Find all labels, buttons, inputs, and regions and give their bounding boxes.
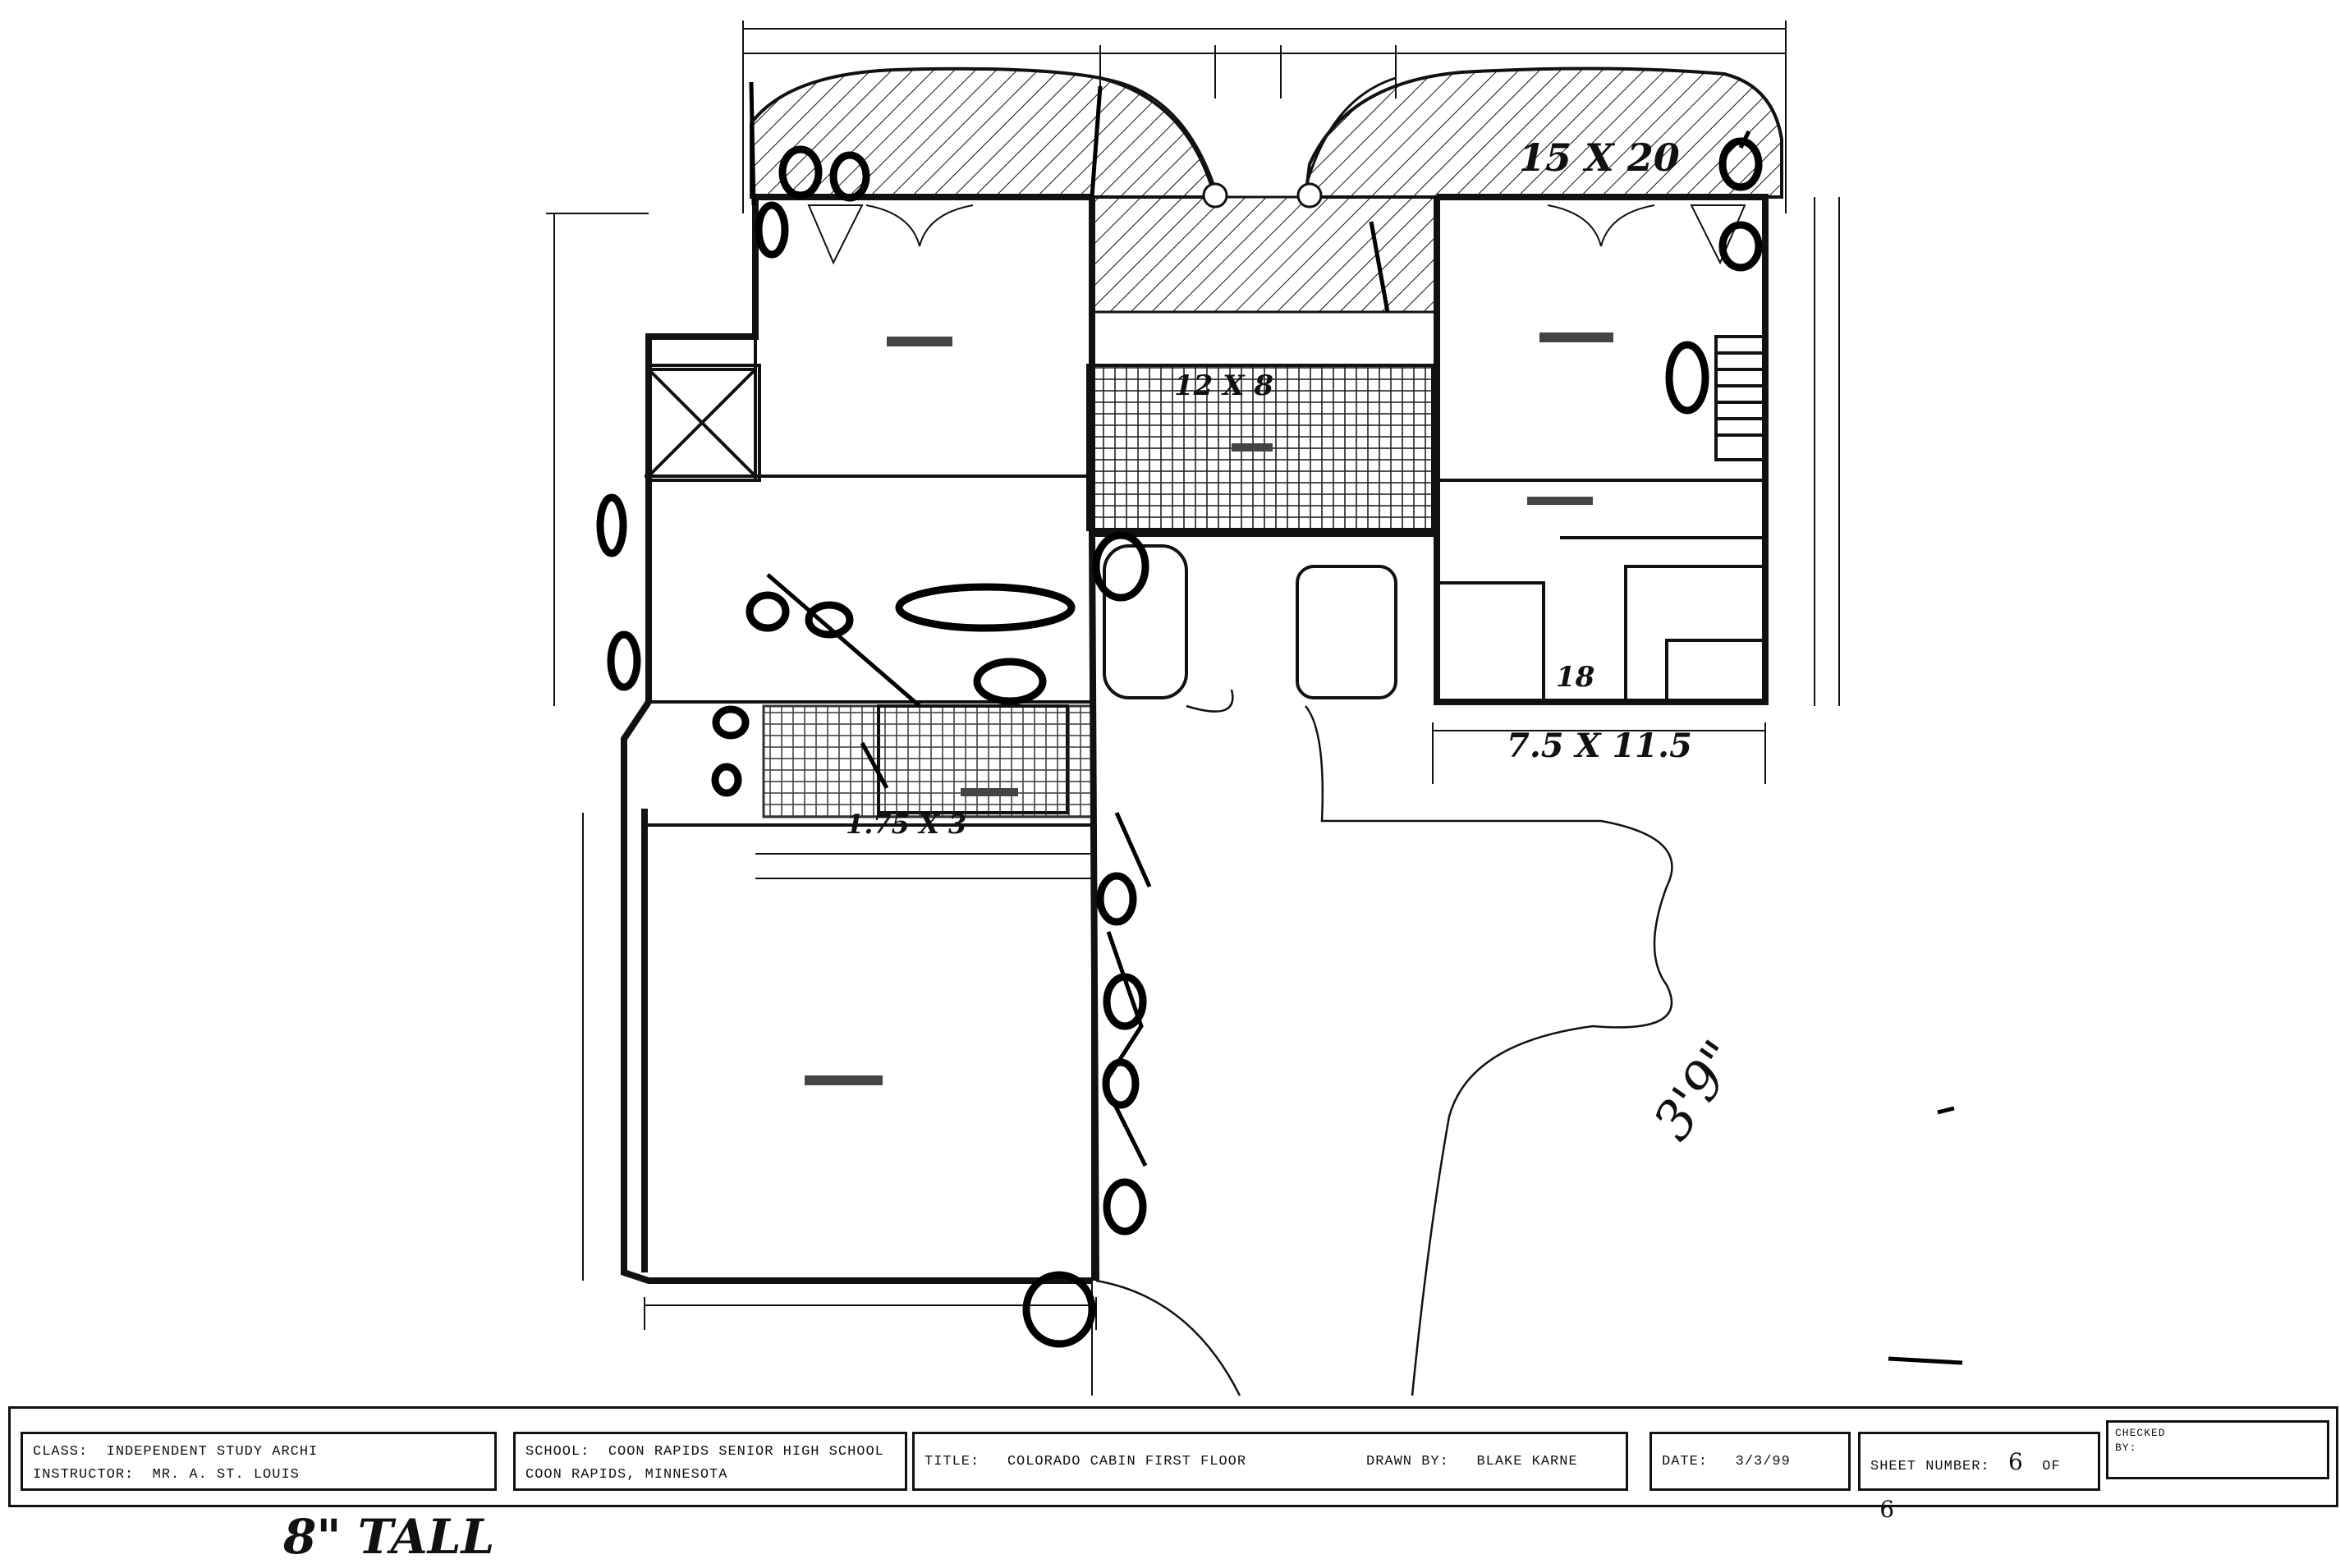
- instructor-label: INSTRUCTOR:: [33, 1467, 135, 1483]
- sheet-of: OF: [2042, 1459, 2061, 1474]
- porch-dimension-note: 12 X 8: [1174, 369, 1274, 402]
- school-city: COON RAPIDS, MINNESOTA: [525, 1467, 728, 1483]
- top-dimension-lines: [742, 21, 1787, 213]
- bath-dimension-note: 7.5 X 11.5: [1507, 727, 1692, 765]
- class-label: CLASS:: [33, 1444, 89, 1460]
- deck-dimension-note: 15 X 20: [1519, 135, 1680, 180]
- sheet-total: 6: [1879, 1496, 1896, 1523]
- title-label: TITLE:: [925, 1454, 980, 1469]
- bottom-height-note: 8" TALL: [283, 1509, 495, 1565]
- hand-markup-strokes: [749, 81, 1963, 1365]
- class-box: CLASS: INDEPENDENT STUDY ARCHI INSTRUCTO…: [21, 1432, 497, 1491]
- sheet-label: SHEET NUMBER:: [1870, 1459, 1990, 1474]
- walkway-outline: [1095, 689, 1673, 1396]
- door-swings: [807, 204, 1746, 265]
- room-labels: [805, 332, 1613, 1085]
- sheet-box: SHEET NUMBER: 6 OF 6: [1858, 1432, 2100, 1523]
- kitchen-dimension-note: 1.75 X 3: [846, 809, 967, 840]
- side-dimension-lines: [546, 197, 1840, 1396]
- checked-label: CHECKED: [2115, 1427, 2166, 1439]
- class-value: INDEPENDENT STUDY ARCHI: [106, 1444, 319, 1460]
- title-box: TITLE: COLORADO CABIN FIRST FLOOR DRAWN …: [912, 1432, 1628, 1491]
- date-box: DATE: 3/3/99: [1649, 1432, 1851, 1491]
- title-block: CLASS: INDEPENDENT STUDY ARCHI INSTRUCTO…: [8, 1406, 2338, 1523]
- instructor-value: MR. A. ST. LOUIS: [152, 1467, 300, 1483]
- school-box: SCHOOL: COON RAPIDS SENIOR HIGH SCHOOL C…: [513, 1432, 907, 1491]
- date-label: DATE:: [1662, 1454, 1709, 1469]
- checked-box: CHECKED BY:: [2106, 1420, 2329, 1479]
- school-label: SCHOOL:: [525, 1444, 590, 1460]
- checked-by-label: BY:: [2115, 1442, 2137, 1454]
- bath-height-note: 18: [1556, 661, 1595, 694]
- date-value: 3/3/99: [1735, 1454, 1791, 1469]
- kitchen-tile-grid: [762, 704, 1094, 818]
- drawn-by-label: DRAWN BY:: [1366, 1454, 1449, 1469]
- school-value: COON RAPIDS SENIOR HIGH SCHOOL: [608, 1444, 884, 1460]
- title-value: COLORADO CABIN FIRST FLOOR: [1007, 1454, 1247, 1469]
- hand-markup-circles: [596, 137, 1763, 1348]
- sheet-number: 6: [2008, 1448, 2024, 1475]
- upper-deck: [750, 66, 1783, 314]
- drawn-by-value: BLAKE KARNE: [1476, 1454, 1578, 1469]
